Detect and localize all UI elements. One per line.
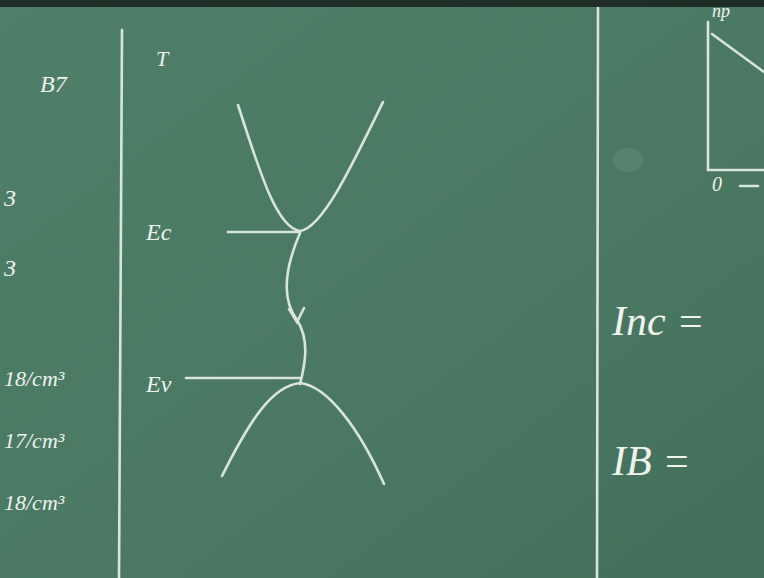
board-label: T [156, 48, 168, 70]
valence-band [222, 383, 384, 484]
board-label: 3 [4, 256, 16, 280]
board-label: 0 [712, 174, 722, 194]
ev-level-line [186, 377, 300, 380]
board-frame [0, 0, 764, 7]
board-label: np [712, 2, 730, 20]
board-label: Inc = [612, 300, 704, 342]
board-label: 18/cm³ [4, 368, 64, 390]
profile-line [712, 34, 764, 72]
divider-line [119, 30, 122, 578]
axis-line [708, 169, 764, 172]
arrow-head [289, 308, 304, 322]
board-label: 3 [4, 186, 16, 210]
ec-level-line [228, 231, 300, 234]
recombination-arrow [287, 233, 305, 384]
board-label: Ev [146, 372, 171, 396]
conduction-band [238, 102, 383, 231]
board-label: 18/cm³ [4, 492, 64, 514]
divider-line [597, 8, 598, 578]
board-label: IB = [612, 440, 690, 482]
axis-tick [740, 185, 758, 188]
board-label: B7 [40, 72, 67, 96]
chalk-smudge [612, 148, 644, 172]
board-label: Ec [146, 220, 171, 244]
board-label: 17/cm³ [4, 430, 64, 452]
axis-line [707, 22, 710, 170]
